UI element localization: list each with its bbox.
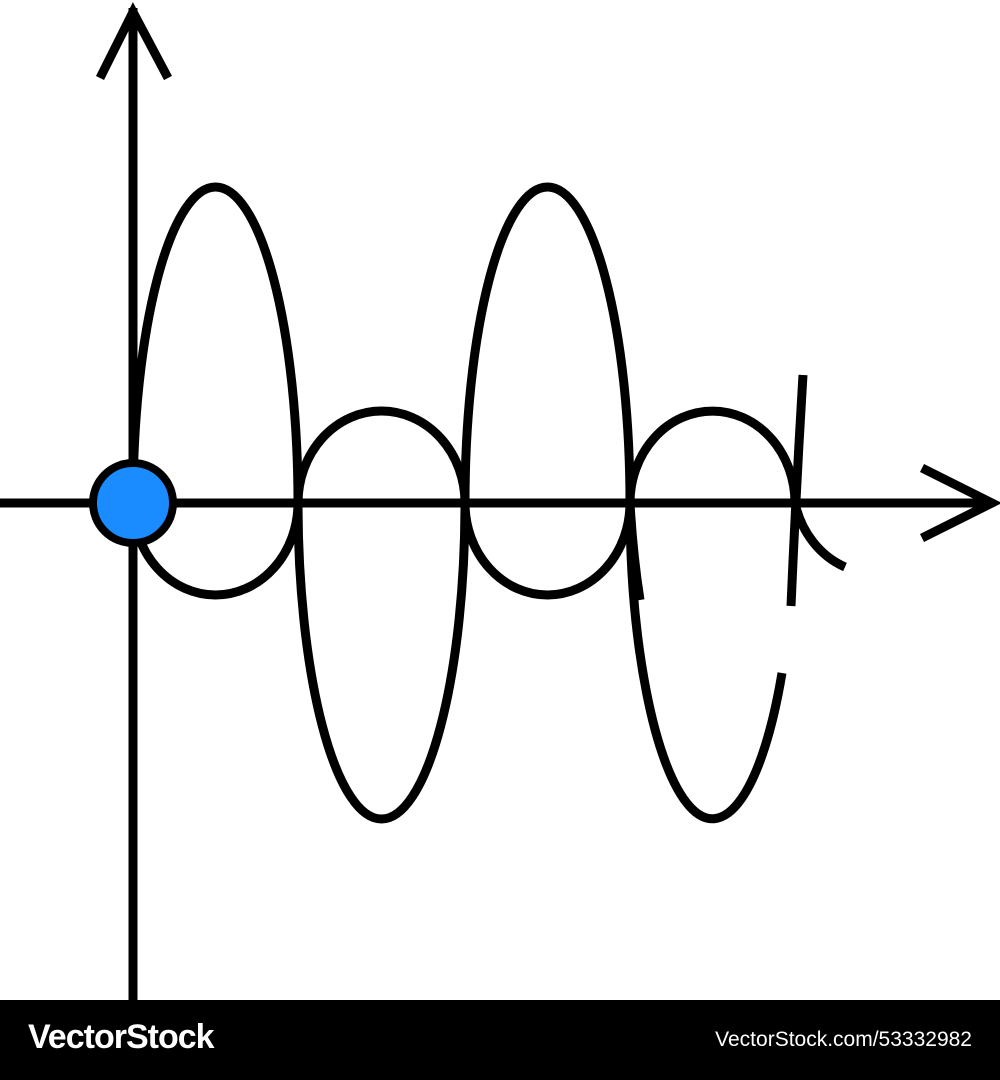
vectorstock-logo: VectorStock	[28, 1018, 215, 1056]
x-axis-arrowhead-icon	[919, 463, 1000, 543]
image-id-url: VectorStock.com/53332982	[715, 1028, 972, 1051]
watermark-bar: VectorStock VectorStock.com/53332982	[0, 1000, 1000, 1080]
small-wave	[128, 406, 847, 600]
large-wave	[128, 182, 787, 824]
wave-diagram	[0, 2, 1000, 1000]
origin-dot	[89, 459, 177, 547]
y-axis-arrowhead-icon	[95, 2, 172, 81]
wave-marker-arc	[786, 374, 808, 607]
